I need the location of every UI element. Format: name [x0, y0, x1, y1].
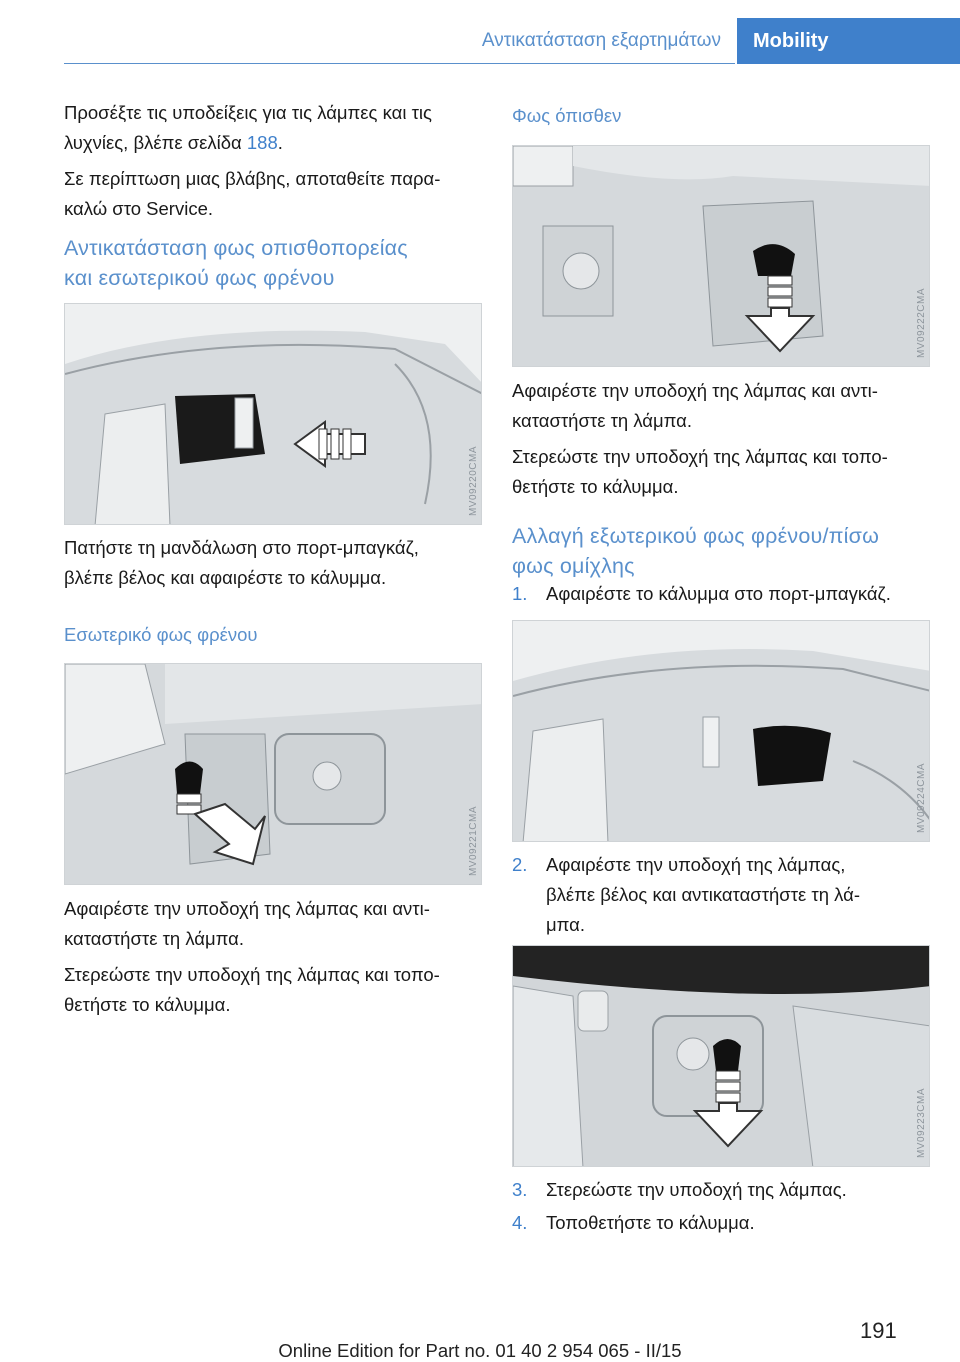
right-h3: Φως όπισθεν: [512, 105, 622, 126]
right-heading-exterior: Αλλαγή εξωτερικού φως φρένου/πίσω φως ομ…: [512, 521, 942, 581]
right-h2a: Αλλαγή εξωτερικού φως φρένου/πίσω: [512, 524, 880, 548]
figure-reverse-light: MV09222CMA: [512, 145, 930, 367]
step-text: Αφαιρέστε το κάλυμμα στο πορτ-μπαγκάζ.: [546, 583, 891, 604]
figure-code: MV09220CMA: [468, 445, 479, 516]
right-p2b: θετήστε το κάλυμμα.: [512, 476, 679, 497]
left-h3: Εσωτερικό φως φρένου: [64, 624, 258, 645]
figure-code: MV09224CMA: [916, 762, 927, 833]
left-p1b: λυχνίες, βλέπε σελίδα 188.: [64, 132, 283, 153]
left-p5b: θετήστε το κάλυμμα.: [64, 994, 231, 1015]
left-caption-1: Πατήστε τη μανδάλωση στο πορτ-μπαγκάζ, β…: [64, 533, 494, 593]
figure-exterior-brake-light: MV09223CMA: [512, 945, 930, 1167]
right-p1b: καταστήστε τη λάμπα.: [512, 410, 692, 431]
page-number: 191: [860, 1318, 897, 1343]
step-number: 2.: [512, 854, 528, 875]
left-intro: Προσέξτε τις υποδείξεις για τις λάμπες κ…: [64, 98, 494, 224]
page-link[interactable]: 188: [246, 132, 278, 153]
step-text: Στερεώστε την υποδοχή της λάμπας.: [546, 1179, 847, 1200]
step-3: 3. Στερεώστε την υποδοχή της λάμπας.: [512, 1175, 942, 1205]
left-p3b: βλέπε βέλος και αφαιρέστε το κάλυμμα.: [64, 567, 387, 588]
footer-edition: Online Edition for Part no. 01 40 2 954 …: [278, 1340, 682, 1361]
step-2: 2. Αφαιρέστε την υποδοχή της λάμπας, βλέ…: [512, 850, 942, 940]
right-p1a: Αφαιρέστε την υποδοχή της λάμπας και αντ…: [512, 380, 878, 401]
figure-inner-brake-light: MV09221CMA: [64, 663, 482, 885]
left-p2b: καλώ στο Service.: [64, 198, 213, 219]
step-number: 3.: [512, 1179, 528, 1200]
figure-code: MV09221CMA: [468, 805, 479, 876]
right-h2b: φως ομίχλης: [512, 554, 635, 578]
left-p4b: καταστήστε τη λάμπα.: [64, 928, 244, 949]
figure-trunk-latch: MV09220CMA: [64, 303, 482, 525]
running-header-tab: Mobility: [737, 18, 960, 64]
step-number: 4.: [512, 1212, 528, 1233]
left-p1a: Προσέξτε τις υποδείξεις για τις λάμπες κ…: [64, 102, 432, 123]
step-number: 1.: [512, 583, 528, 604]
figure-code: MV09222CMA: [916, 287, 927, 358]
left-heading-inner-brake: Εσωτερικό φως φρένου: [64, 620, 494, 650]
left-p3a: Πατήστε τη μανδάλωση στο πορτ-μπαγκάζ,: [64, 537, 419, 558]
left-caption-2: Αφαιρέστε την υποδοχή της λάμπας και αντ…: [64, 894, 494, 1020]
step-4: 4. Τοποθετήστε το κάλυμμα.: [512, 1208, 942, 1238]
figure-trunk-cover: MV09224CMA: [512, 620, 930, 842]
left-p5a: Στερεώστε την υποδοχή της λάμπας και τοπ…: [64, 964, 440, 985]
right-heading-reverse: Φως όπισθεν: [512, 101, 942, 131]
left-h2a: Αντικατάσταση φως οπισθοπορείας: [64, 236, 408, 260]
left-h2b: και εσωτερικού φως φρένου: [64, 266, 335, 290]
right-p2a: Στερεώστε την υποδοχή της λάμπας και τοπ…: [512, 446, 888, 467]
running-header-section: Αντικατάσταση εξαρτημάτων: [0, 18, 735, 64]
step-text: Τοποθετήστε το κάλυμμα.: [546, 1212, 755, 1233]
step-text: Αφαιρέστε την υποδοχή της λάμπας, βλέπε …: [546, 854, 860, 935]
figure-code: MV09223CMA: [916, 1087, 927, 1158]
step-1: 1. Αφαιρέστε το κάλυμμα στο πορτ-μπαγκάζ…: [512, 579, 942, 609]
left-p2a: Σε περίπτωση μιας βλάβης, αποταθείτε παρ…: [64, 168, 441, 189]
left-heading-reverse-light: Αντικατάσταση φως οπισθοπορείας και εσωτ…: [64, 233, 494, 293]
right-caption-1: Αφαιρέστε την υποδοχή της λάμπας και αντ…: [512, 376, 942, 502]
left-p4a: Αφαιρέστε την υποδοχή της λάμπας και αντ…: [64, 898, 430, 919]
